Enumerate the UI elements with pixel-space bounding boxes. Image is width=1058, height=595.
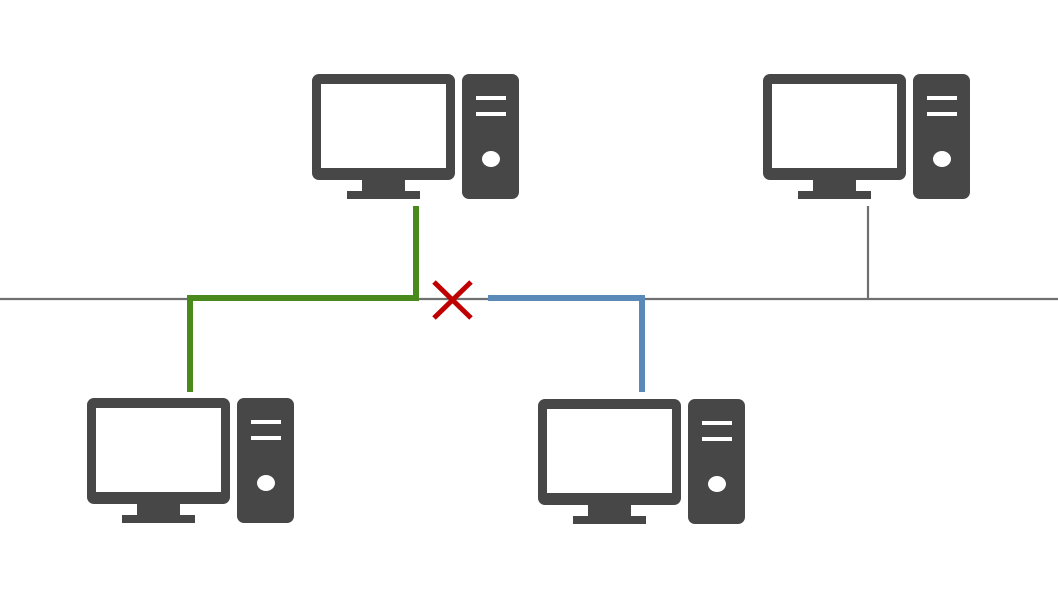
blocked-link-path — [488, 295, 645, 392]
x-mark-icon — [432, 280, 473, 320]
desktop-computer-icon — [312, 74, 519, 199]
monitor-screen — [772, 84, 897, 168]
monitor-screen — [547, 409, 672, 493]
drive-slot — [476, 112, 506, 116]
drive-slot — [702, 421, 732, 425]
active-link-path — [187, 206, 419, 392]
computer-top-left — [312, 74, 519, 199]
tower-case — [462, 74, 519, 199]
desktop-computer-icon — [538, 399, 745, 524]
computer-top-right — [763, 74, 970, 199]
monitor-base — [798, 191, 871, 199]
power-button — [257, 475, 275, 491]
drive-slot — [251, 436, 281, 440]
tower-case — [237, 398, 294, 523]
monitor-screen — [96, 408, 221, 492]
drive-slot — [251, 420, 281, 424]
computer-bottom-middle — [538, 399, 745, 524]
monitor-neck — [588, 505, 631, 517]
monitor-base — [573, 516, 646, 524]
desktop-computer-icon — [87, 398, 294, 523]
desktop-computer-icon — [763, 74, 970, 199]
monitor-neck — [362, 180, 405, 192]
monitor-base — [122, 515, 195, 523]
monitor-neck — [813, 180, 856, 192]
tower-case — [688, 399, 745, 524]
drive-slot — [927, 112, 957, 116]
monitor-base — [347, 191, 420, 199]
drive-slot — [702, 437, 732, 441]
power-button — [708, 476, 726, 492]
monitor-screen — [321, 84, 446, 168]
power-button — [482, 151, 500, 167]
power-button — [933, 151, 951, 167]
computer-bottom-left — [87, 398, 294, 523]
drive-slot — [476, 96, 506, 100]
tower-case — [913, 74, 970, 199]
monitor-neck — [137, 504, 180, 516]
drive-slot — [927, 96, 957, 100]
